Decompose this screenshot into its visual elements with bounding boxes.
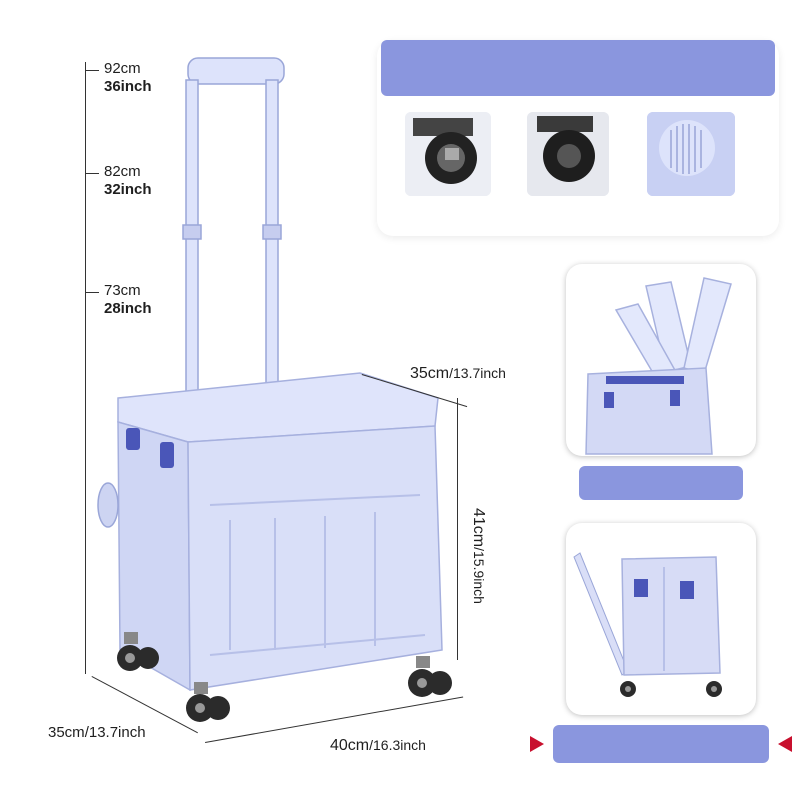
height-right-cm: 41cm	[470, 508, 487, 548]
wheel-detail-header-bar	[381, 40, 775, 96]
depth-bottom-label: 35cm/13.7inch	[48, 724, 146, 742]
height-label-92-inch: 36inch	[104, 78, 152, 95]
height-right-inch: /15.9inch	[471, 547, 487, 604]
height-label-82: 82cm 32inch	[104, 163, 152, 199]
folded-cart-caption-bar	[553, 725, 769, 763]
height-right-dimension-line	[457, 398, 458, 660]
height-label-82-inch: 32inch	[104, 181, 152, 198]
caster-thumb-1	[405, 112, 491, 196]
depth-bottom-inch: /13.7inch	[84, 724, 146, 741]
wheel-detail-panel	[377, 40, 779, 236]
height-scale-line	[85, 62, 86, 674]
latch-thumb	[647, 112, 735, 196]
cart-main-image	[97, 57, 452, 722]
telescopic-handle	[182, 57, 285, 401]
cart-side-icon	[585, 367, 713, 455]
latch-icon	[659, 120, 715, 176]
height-label-82-cm: 82cm	[104, 163, 141, 180]
height-label-73: 73cm 28inch	[104, 282, 152, 318]
width-bottom-cm: 40cm	[330, 737, 370, 754]
folded-cart-panel	[566, 523, 756, 715]
wheel-icon	[117, 632, 452, 722]
height-tick-92	[85, 70, 99, 71]
height-tick-82	[85, 173, 99, 174]
depth-top-label: 35cm/13.7inch	[410, 364, 506, 383]
arrow-right-icon	[778, 736, 792, 752]
side-handle-hole	[126, 428, 140, 450]
height-label-92: 92cm 36inch	[104, 60, 152, 96]
depth-top-inch: /13.7inch	[449, 365, 506, 381]
depth-top-cm: 35cm	[410, 365, 450, 382]
latch-icon	[97, 482, 119, 528]
height-label-92-cm: 92cm	[104, 60, 141, 77]
height-right-label: 41cm/15.9inch	[469, 508, 488, 604]
width-bottom-inch: /16.3inch	[369, 737, 426, 753]
height-label-73-inch: 28inch	[104, 300, 152, 317]
cart-side-icon	[573, 552, 721, 676]
folding-lid-caption-bar	[579, 466, 743, 500]
folding-lid-panel	[566, 264, 756, 456]
side-handle-hole-2	[160, 442, 174, 468]
height-label-73-cm: 73cm	[104, 282, 141, 299]
depth-bottom-cm: 35cm	[48, 724, 85, 741]
cart-front-panel	[187, 425, 443, 691]
width-bottom-label: 40cm/16.3inch	[330, 736, 426, 755]
arrow-left-icon	[530, 736, 544, 752]
height-tick-73	[85, 292, 99, 293]
folding-lid-icon	[614, 277, 732, 379]
caster-thumb-2	[527, 112, 609, 196]
